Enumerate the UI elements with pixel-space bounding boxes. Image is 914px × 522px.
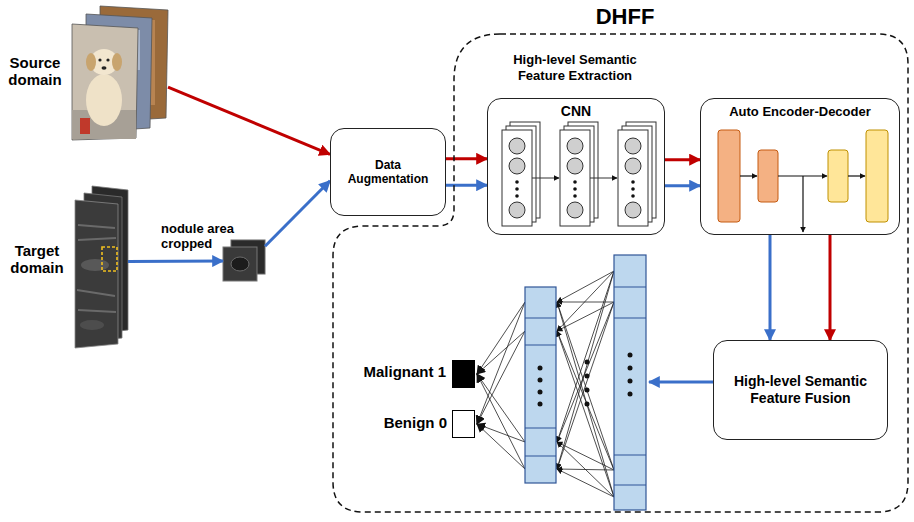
blue-arrow [128,260,223,264]
node-heading: nodule area cropped [161,222,247,252]
red-arrow [168,87,330,154]
cropped-image: nodule area cropped [223,240,265,282]
node-heading: Malignant 1 [336,363,446,380]
classifier-network [477,255,713,510]
section-label: High-level Semantic Feature Extraction [495,52,655,84]
autoencoder-box: Auto Encoder-Decoder [700,98,900,235]
node-heading: Target domain [5,242,69,277]
blue-arrow [265,181,330,247]
cnn-layers [502,122,656,226]
target-image: Target domain [75,188,128,348]
ultrasound-images [75,186,128,348]
blue-arrow [769,235,772,340]
node-heading: Benign 0 [337,414,447,431]
node-text: Data Augmentation [343,158,433,187]
layer-dots [515,180,635,198]
dashed-path [333,34,908,512]
source-image: Source domain [70,8,168,140]
red-arrow [829,235,832,340]
fusion-box: High-level Semantic Feature Fusion [713,340,888,440]
red-arrow [665,158,700,161]
cnn-box: CNN [487,98,665,235]
autoencoder-layers [718,130,888,232]
process-box: Data Augmentation [330,128,446,216]
output-benign: Benign 0 [452,410,475,438]
blue-arrow [665,184,700,187]
output-malignant: Malignant 1 [452,360,475,388]
node-heading: Source domain [4,54,66,89]
blue-arrow [446,184,487,187]
source-photos [72,6,168,140]
node-text: Auto Encoder-Decoder [707,104,893,120]
node-text: CNN [494,103,658,120]
node-heading: DHFF [580,4,670,29]
red-arrow [446,157,487,160]
node-text: High-level Semantic Feature Fusion [730,373,871,407]
cropped-nodule [223,240,265,281]
